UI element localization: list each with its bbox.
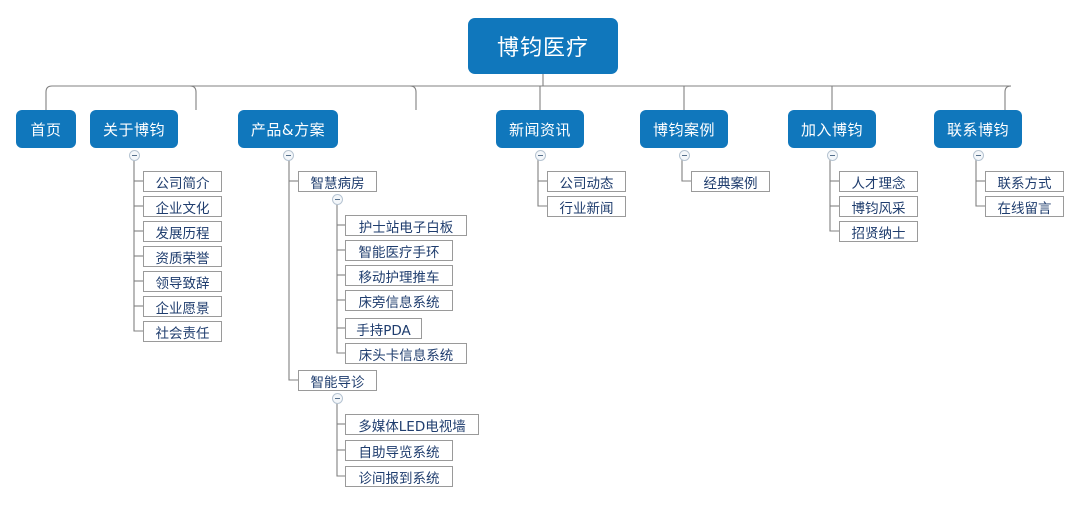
level2-node-1[interactable]: 关于博钧 xyxy=(90,110,178,148)
level4-node-4[interactable]: 手持PDA xyxy=(345,318,422,339)
level3-node-0[interactable]: 公司简介 xyxy=(143,171,222,192)
edge-to-chanpin xyxy=(409,85,417,110)
level3-node-9[interactable]: 公司动态 xyxy=(547,171,626,192)
collapse-minus-icon[interactable] xyxy=(128,150,140,161)
edge-to-shouye xyxy=(45,85,53,110)
level2-node-3[interactable]: 新闻资讯 xyxy=(496,110,584,148)
level3-node-1[interactable]: 企业文化 xyxy=(143,196,222,217)
level2-node-5[interactable]: 加入博钧 xyxy=(788,110,876,148)
level4-node-0[interactable]: 护士站电子白板 xyxy=(345,215,467,236)
level3-node-10[interactable]: 行业新闻 xyxy=(547,196,626,217)
collapse-minus-icon[interactable] xyxy=(972,150,984,161)
minus-glyph xyxy=(681,155,687,156)
level3-node-5[interactable]: 企业愿景 xyxy=(143,296,222,317)
level3-node-3[interactable]: 资质荣誉 xyxy=(143,246,222,267)
minus-glyph xyxy=(285,155,291,156)
minus-glyph xyxy=(829,155,835,156)
level2-node-0[interactable]: 首页 xyxy=(16,110,76,148)
edge-to-guanyu xyxy=(189,85,197,110)
edge-trunk-xinwen xyxy=(537,155,547,207)
level4-node-8[interactable]: 诊间报到系统 xyxy=(345,466,453,487)
collapse-minus-icon[interactable] xyxy=(332,194,343,205)
level3-node-12[interactable]: 人才理念 xyxy=(839,171,918,192)
minus-glyph xyxy=(975,155,981,156)
level2-node-2[interactable]: 产品&方案 xyxy=(238,110,338,148)
collapse-minus-icon[interactable] xyxy=(678,150,690,161)
edge-to-lianxi xyxy=(1004,85,1012,110)
level3-node-8[interactable]: 智能导诊 xyxy=(298,370,377,391)
collapse-minus-icon[interactable] xyxy=(534,150,546,161)
root-node[interactable]: 博钧医疗 xyxy=(468,18,618,74)
level3-node-14[interactable]: 招贤纳士 xyxy=(839,221,918,242)
collapse-minus-icon[interactable] xyxy=(826,150,838,161)
minus-glyph xyxy=(131,155,137,156)
level4-node-5[interactable]: 床头卡信息系统 xyxy=(345,343,467,364)
level4-node-1[interactable]: 智能医疗手环 xyxy=(345,240,453,261)
minus-glyph xyxy=(335,199,340,200)
level2-node-4[interactable]: 博钧案例 xyxy=(640,110,728,148)
edge-trunk-chanpin xyxy=(288,155,298,381)
level3-node-11[interactable]: 经典案例 xyxy=(691,171,770,192)
level4-node-7[interactable]: 自助导览系统 xyxy=(345,440,453,461)
minus-glyph xyxy=(537,155,543,156)
level3-node-6[interactable]: 社会责任 xyxy=(143,321,222,342)
level4-node-2[interactable]: 移动护理推车 xyxy=(345,265,453,286)
level2-node-6[interactable]: 联系博钧 xyxy=(934,110,1022,148)
edge-trunk-lianxi xyxy=(975,155,985,207)
level4-node-6[interactable]: 多媒体LED电视墙 xyxy=(345,414,479,435)
level3-node-2[interactable]: 发展历程 xyxy=(143,221,222,242)
level3-node-13[interactable]: 博钧风采 xyxy=(839,196,918,217)
edge-trunk-jiaru xyxy=(829,155,839,232)
collapse-minus-icon[interactable] xyxy=(282,150,294,161)
level3-node-4[interactable]: 领导致辞 xyxy=(143,271,222,292)
level4-node-3[interactable]: 床旁信息系统 xyxy=(345,290,453,311)
minus-glyph xyxy=(335,398,340,399)
level3-node-16[interactable]: 在线留言 xyxy=(985,196,1064,217)
edge-trunk-zhinengdaozhen xyxy=(336,399,345,477)
collapse-minus-icon[interactable] xyxy=(332,393,343,404)
edge-trunk-zhihuibingfang xyxy=(336,200,345,354)
edge-trunk-guanyu xyxy=(133,155,143,332)
level3-node-15[interactable]: 联系方式 xyxy=(985,171,1064,192)
level3-node-7[interactable]: 智慧病房 xyxy=(298,171,377,192)
